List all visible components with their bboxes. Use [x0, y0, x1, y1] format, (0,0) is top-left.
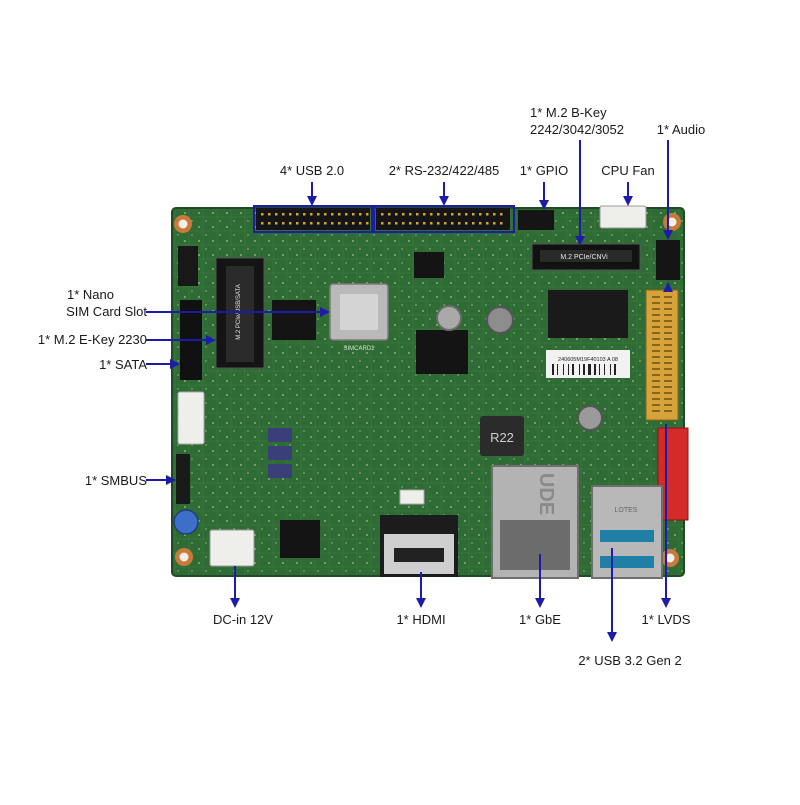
- chip: [416, 330, 468, 374]
- capacitor-row: [268, 428, 292, 478]
- svg-text:240605M19F40103 A 08: 240605M19F40103 A 08: [558, 357, 618, 363]
- inductor: R22: [480, 416, 524, 456]
- serial-sticker: 240605M19F40103 A 08: [546, 350, 630, 378]
- label-sata: 1* SATA: [99, 357, 147, 372]
- white-connector-left: [177, 391, 205, 445]
- audio-header: [656, 240, 680, 280]
- gbe-port: UDE: [491, 465, 579, 579]
- m2-bkey-slot: M.2 PCIe/CNVi: [531, 243, 641, 271]
- label-cpufan: CPU Fan: [601, 163, 655, 178]
- callout-arrows: [146, 140, 673, 642]
- chip: [272, 300, 316, 340]
- label-rs232: 2* RS-232/422/485: [388, 163, 500, 178]
- label-audio: 1* Audio: [656, 122, 706, 137]
- svg-text:M.2 PCIe/CNVi: M.2 PCIe/CNVi: [560, 254, 608, 261]
- electrolytic-capacitor: [173, 509, 199, 535]
- screw: [577, 405, 603, 431]
- cpu-fan-connector: [599, 205, 647, 229]
- label-nano-line2: SIM Card Slot: [66, 304, 147, 319]
- svg-text:UDE: UDE: [535, 473, 557, 515]
- label-m2e: 1* M.2 E-Key 2230: [37, 332, 147, 347]
- sim-card-slot: SIMCARD1: [329, 283, 389, 352]
- svg-text:LOTES: LOTES: [615, 507, 638, 514]
- svg-text:SIMCARD1: SIMCARD1: [343, 346, 375, 352]
- label-m2b-line2: 2242/3042/3052: [530, 122, 624, 137]
- label-smbus: 1* SMBUS: [84, 473, 147, 488]
- chip: [414, 252, 444, 278]
- usb32-ports: LOTES: [591, 485, 663, 579]
- callout-bracket: [373, 205, 515, 233]
- smbus-header: [176, 454, 190, 504]
- chip: [548, 290, 628, 338]
- label-gpio: 1* GPIO: [519, 163, 569, 178]
- lvds-connector: [645, 289, 679, 421]
- left-header-top: [178, 246, 198, 286]
- dc-in-connector: [209, 529, 255, 567]
- label-dcin: DC-in 12V: [213, 612, 273, 627]
- svg-text:R22: R22: [490, 430, 514, 445]
- usb20-header: [256, 208, 370, 230]
- chip: [280, 520, 320, 558]
- label-usb20: 4* USB 2.0: [279, 163, 345, 178]
- label-m2b-line1: 1* M.2 B-Key: [530, 105, 607, 120]
- screw: [436, 305, 462, 331]
- hdmi-port: [380, 489, 458, 577]
- label-usb32: 2* USB 3.2 Gen 2: [578, 653, 682, 668]
- callout-bracket: [253, 205, 373, 233]
- rs232-header: [376, 208, 510, 230]
- label-nano-line1: 1* Nano: [67, 287, 114, 302]
- label-hdmi: 1* HDMI: [396, 612, 446, 627]
- gpio-header: [518, 210, 554, 230]
- label-gbe: 1* GbE: [519, 612, 561, 627]
- screw: [486, 306, 514, 334]
- label-lvds: 1* LVDS: [641, 612, 691, 627]
